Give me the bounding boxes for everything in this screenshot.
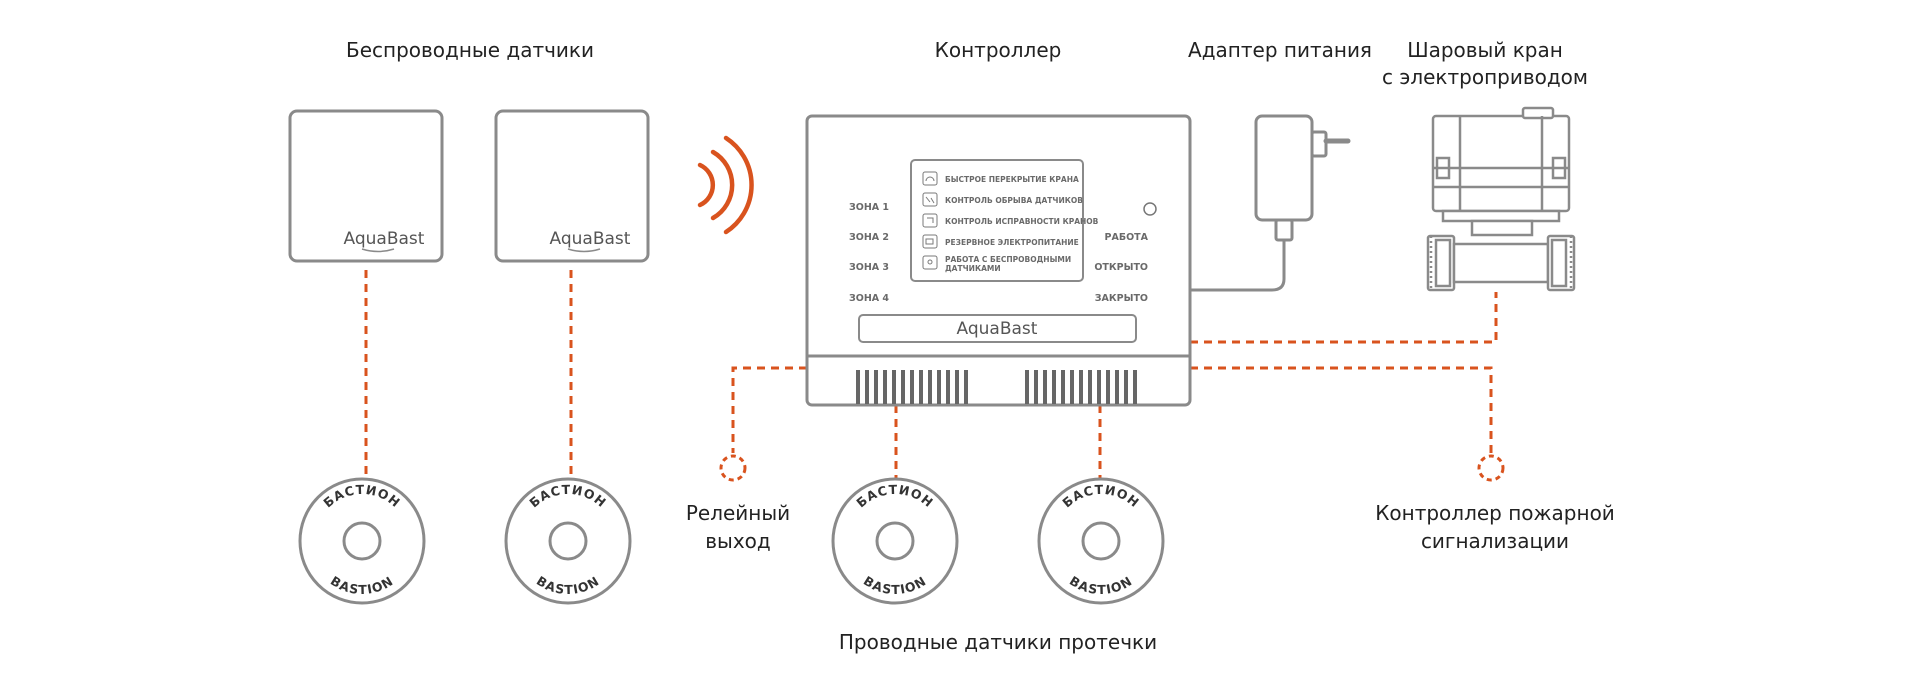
wireless-sensor-icon bbox=[922, 255, 938, 270]
zone-label-1: ЗОНА 1 bbox=[849, 202, 889, 213]
ball-valve-title-line2: с электроприводом bbox=[1382, 65, 1588, 89]
status-label-work: РАБОТА bbox=[1105, 232, 1149, 243]
controller-title: Контроллер bbox=[935, 38, 1062, 62]
feature-icon-marks bbox=[925, 176, 935, 265]
fire-alarm-label-line2: сигнализации bbox=[1421, 529, 1569, 553]
fire-alarm-terminal bbox=[1477, 454, 1505, 482]
power-adapter-title: Адаптер питания bbox=[1188, 38, 1372, 62]
wireless-sensor-2: AquaBast bbox=[494, 109, 650, 263]
valve-icon bbox=[922, 171, 938, 186]
zone-label-4: ЗОНА 4 bbox=[849, 293, 889, 304]
fire-alarm-label-line1: Контроллер пожарной bbox=[1375, 501, 1615, 525]
leak-sensor-1: БАСТИОН BASTION bbox=[298, 477, 426, 605]
wireless-sensor-1: AquaBast bbox=[288, 109, 444, 263]
controller-vent-left bbox=[856, 370, 968, 404]
feature-label-5: РАБОТА С БЕСПРОВОДНЫМИ bbox=[945, 255, 1071, 264]
ball-valve-title-line1: Шаровый кран bbox=[1407, 38, 1563, 62]
relay-output-label-line2: выход bbox=[705, 529, 770, 553]
wired-sensors-title: Проводные датчики протечки bbox=[839, 630, 1157, 654]
feature-panel bbox=[910, 159, 1084, 282]
relay-output-label-line1: Релейный bbox=[686, 501, 790, 525]
wireless-sensor-2-brand: AquaBast bbox=[550, 229, 631, 249]
relay-output-terminal bbox=[719, 454, 747, 482]
zone-label-2: ЗОНА 2 bbox=[849, 232, 889, 243]
leak-sensor-4: БАСТИОН BASTION bbox=[1037, 477, 1165, 605]
leak-sensor-2: БАСТИОН BASTION bbox=[504, 477, 632, 605]
feature-label-3: КОНТРОЛЬ ИСПРАВНОСТИ КРАНОВ bbox=[945, 217, 1099, 226]
power-adapter bbox=[1190, 114, 1351, 292]
connection-lines bbox=[364, 270, 1498, 485]
wireless-signal-icon bbox=[697, 135, 754, 235]
wireless-sensors-title: Беспроводные датчики bbox=[346, 38, 594, 62]
feature-icons bbox=[922, 171, 938, 270]
feature-label-1: БЫСТРОЕ ПЕРЕКРЫТИЕ КРАНА bbox=[945, 175, 1079, 184]
feature-label-2: КОНТРОЛЬ ОБРЫВА ДАТЧИКОВ bbox=[945, 196, 1083, 205]
feature-label-4: РЕЗЕРВНОЕ ЭЛЕКТРОПИТАНИЕ bbox=[945, 238, 1079, 247]
status-label-open: ОТКРЫТО bbox=[1094, 262, 1148, 273]
controller-brand-strip bbox=[858, 314, 1137, 343]
battery-icon bbox=[922, 234, 938, 249]
controller-vent-right bbox=[1025, 370, 1137, 404]
faucet-icon bbox=[922, 213, 938, 228]
leak-sensor-3: БАСТИОН BASTION bbox=[831, 477, 959, 605]
feature-label-6: ДАТЧИКАМИ bbox=[945, 264, 1001, 273]
broken-wire-icon bbox=[922, 192, 938, 207]
ball-valve-actuator bbox=[1426, 106, 1576, 292]
status-label-closed: ЗАКРЫТО bbox=[1095, 293, 1148, 304]
controller-unit: ЗОНА 1 ЗОНА 2 ЗОНА 3 ЗОНА 4 РАБОТА ОТКРЫ… bbox=[805, 114, 1192, 407]
zone-label-3: ЗОНА 3 bbox=[849, 262, 889, 273]
status-led-icon bbox=[1143, 202, 1157, 216]
wireless-sensor-1-brand: AquaBast bbox=[344, 229, 425, 249]
controller-brand: AquaBast bbox=[957, 319, 1038, 339]
